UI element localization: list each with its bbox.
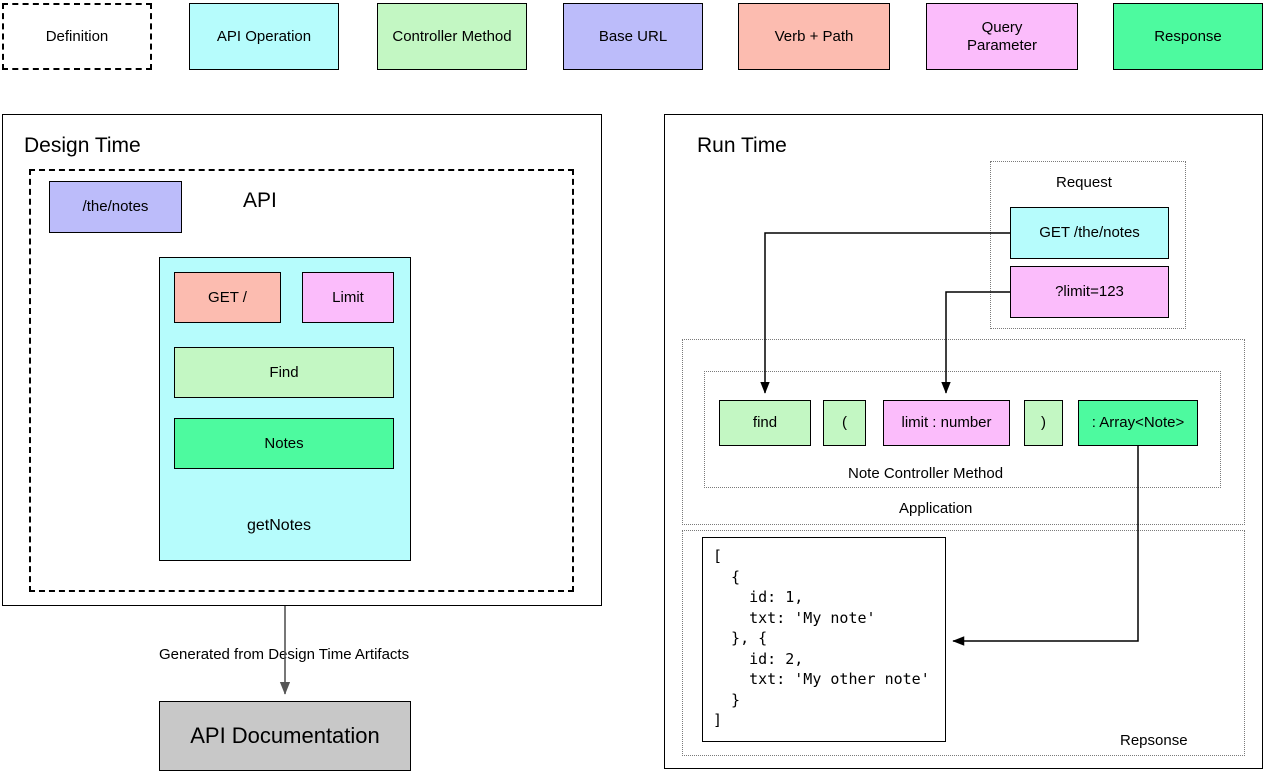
run-time-panel <box>664 114 1263 769</box>
controller-part-limit-number-label: limit : number <box>901 414 992 432</box>
legend-item-query-parameter: Query Parameter <box>926 3 1078 70</box>
design-query-param-label: Limit <box>332 288 364 306</box>
controller-part-find: find <box>719 400 811 446</box>
run-time-title: Run Time <box>697 134 787 157</box>
legend-label-response: Response <box>1154 27 1222 45</box>
legend-item-api-operation: API Operation <box>189 3 339 70</box>
controller-part-close-paren-label: ) <box>1041 414 1046 432</box>
request-verb-path-box: GET /the/notes <box>1010 207 1169 259</box>
design-controller-method-box: Find <box>174 347 394 398</box>
design-base-url-label: /the/notes <box>82 198 149 216</box>
controller-part-return-type: : Array<Note> <box>1078 400 1198 446</box>
design-verb-path-label: GET / <box>208 288 247 306</box>
legend-item-verb-path: Verb + Path <box>738 3 890 70</box>
legend-label-base-url: Base URL <box>598 27 668 45</box>
legend-label-api-operation: API Operation <box>216 27 312 45</box>
controller-part-close-paren: ) <box>1024 400 1063 446</box>
legend-item-definition: Definition <box>2 3 152 70</box>
controller-part-open-paren: ( <box>823 400 866 446</box>
api-documentation-label: API Documentation <box>190 723 380 749</box>
controller-part-find-label: find <box>752 414 778 432</box>
request-verb-path-label: GET /the/notes <box>1039 224 1140 242</box>
legend-label-definition: Definition <box>45 27 109 45</box>
design-query-param-box: Limit <box>302 272 394 323</box>
legend-item-base-url: Base URL <box>563 3 703 70</box>
request-title: Request <box>1056 174 1112 191</box>
legend-label-verb-path: Verb + Path <box>774 27 854 45</box>
generated-from-label: Generated from Design Time Artifacts <box>159 646 410 663</box>
design-operation-name: getNotes <box>247 517 312 534</box>
response-body-text: [ { id: 1, txt: 'My note' }, { id: 2, tx… <box>713 547 930 729</box>
controller-part-return-type-label: : Array<Note> <box>1091 414 1185 432</box>
api-label: API <box>243 189 277 212</box>
api-documentation-box: API Documentation <box>159 701 411 771</box>
response-title: Repsonse <box>1120 732 1188 749</box>
design-time-title: Design Time <box>24 134 141 157</box>
design-verb-path-box: GET / <box>174 272 281 323</box>
legend-item-response: Response <box>1113 3 1263 70</box>
design-controller-method-label: Find <box>269 363 299 381</box>
controller-part-open-paren-label: ( <box>842 414 847 432</box>
request-query-param-label: ?limit=123 <box>1055 283 1124 301</box>
controller-part-limit-number: limit : number <box>883 400 1010 446</box>
design-response-label: Notes <box>264 434 304 452</box>
application-title: Application <box>899 500 973 517</box>
design-time-definition-boundary <box>29 169 574 592</box>
response-body-box: [ { id: 1, txt: 'My note' }, { id: 2, tx… <box>702 537 946 742</box>
design-base-url-box: /the/notes <box>49 181 182 233</box>
design-response-box: Notes <box>174 418 394 469</box>
legend-label-query-parameter: Query Parameter <box>966 19 1038 54</box>
note-controller-method-title: Note Controller Method <box>848 465 1004 482</box>
design-time-panel <box>2 114 602 606</box>
request-query-param-box: ?limit=123 <box>1010 266 1169 318</box>
legend-label-controller-method: Controller Method <box>392 27 512 45</box>
legend-item-controller-method: Controller Method <box>377 3 527 70</box>
